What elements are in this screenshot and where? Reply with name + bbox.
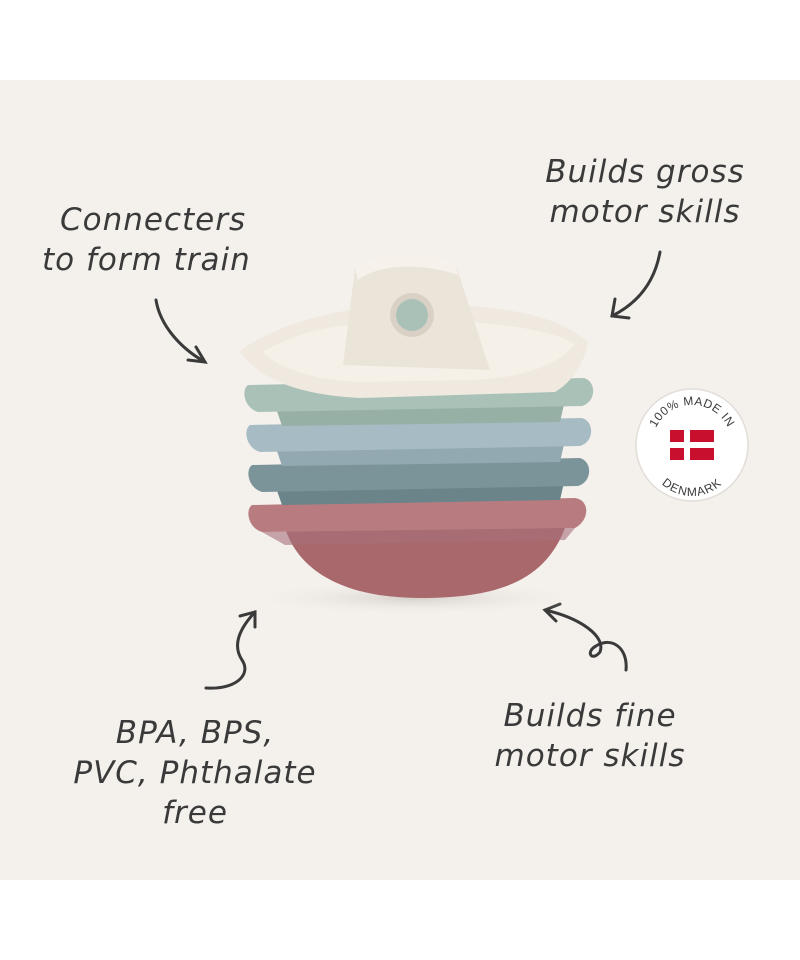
svg-text:DENMARK: DENMARK: [660, 475, 725, 499]
arrow-connecters: [154, 298, 208, 364]
arrow-materials: [204, 610, 257, 690]
fine-motor-label: Builds fine motor skills: [480, 696, 700, 776]
materials-line-3: free: [162, 795, 228, 831]
connecters-line-2: to form train: [42, 242, 251, 278]
boat-cream: [240, 253, 588, 398]
boat-slate: [248, 458, 590, 505]
materials-line-1: BPA, BPS,: [115, 715, 275, 751]
boat-shadow: [240, 580, 590, 616]
connecters-label: Connecters to form train: [42, 200, 251, 280]
gross-motor-line-1: Builds gross: [545, 154, 745, 190]
boat-blue: [246, 418, 592, 466]
fine-motor-line-1: Builds fine: [503, 698, 677, 734]
arrow-fine-motor: [542, 602, 628, 672]
badge-bottom-text: DENMARK: [660, 475, 724, 499]
materials-line-2: PVC, Phthalate: [73, 755, 317, 791]
boat-rose: [248, 498, 587, 598]
fine-motor-line-2: motor skills: [494, 738, 686, 774]
made-in-denmark-badge: 100% MADE IN DENMARK: [635, 388, 749, 502]
materials-label: BPA, BPS, PVC, Phthalate free: [60, 713, 330, 833]
danish-flag-icon: [670, 430, 714, 460]
connecters-line-1: Connecters: [60, 202, 247, 238]
arrow-gross-motor: [610, 250, 662, 320]
gross-motor-line-2: motor skills: [549, 194, 741, 230]
gross-motor-label: Builds gross motor skills: [540, 152, 750, 232]
